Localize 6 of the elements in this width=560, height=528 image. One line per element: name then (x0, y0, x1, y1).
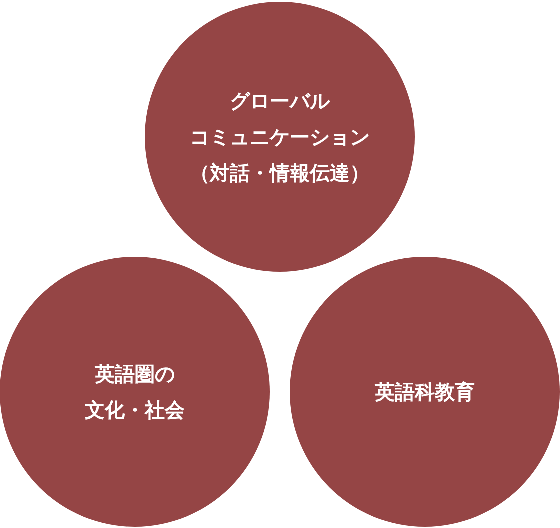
circle-label: グローバル (230, 88, 330, 115)
circle-label: （対話・情報伝達） (190, 160, 370, 187)
circle-label: 英語圏の (95, 361, 175, 388)
circle-label: 英語科教育 (375, 379, 475, 406)
circle-label: コミュニケーション (190, 124, 370, 151)
circle-label: 文化・社会 (85, 397, 185, 424)
